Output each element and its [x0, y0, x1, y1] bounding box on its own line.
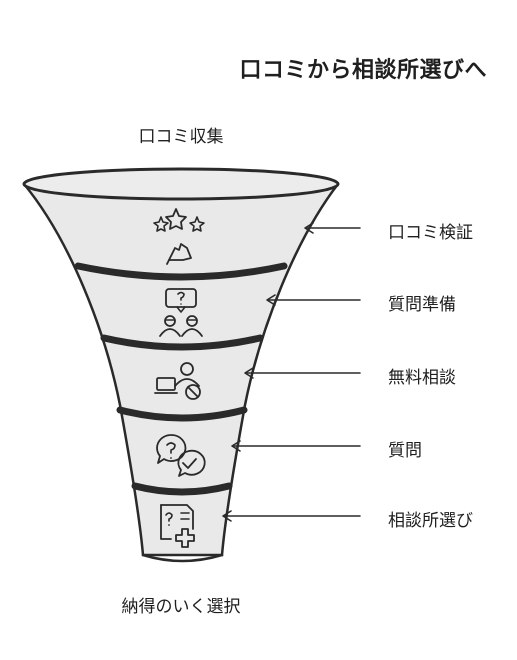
stage-label-question-prep: 質問準備 — [388, 295, 456, 315]
funnel-bottom-label: 納得のいく選択 — [121, 597, 241, 617]
band-dividers — [74, 262, 288, 496]
stage-label-questions: 質問 — [388, 441, 422, 461]
funnel-top-label: 口コミ収集 — [138, 127, 224, 147]
consultation-icon — [154, 362, 201, 400]
stage-label-review-verification: 口コミ検証 — [388, 223, 473, 243]
document-add-icon — [160, 504, 195, 548]
stage-label-agency-selection: 相談所選び — [388, 511, 473, 531]
page-title: 口コミから相談所選びへ — [239, 58, 487, 83]
question-people-icon — [159, 288, 203, 337]
chat-bubbles-icon — [156, 434, 206, 477]
stage-label-free-consultation: 無料相談 — [388, 368, 456, 388]
stars-hand-icon — [153, 208, 205, 265]
stage-arrows — [222, 222, 361, 522]
